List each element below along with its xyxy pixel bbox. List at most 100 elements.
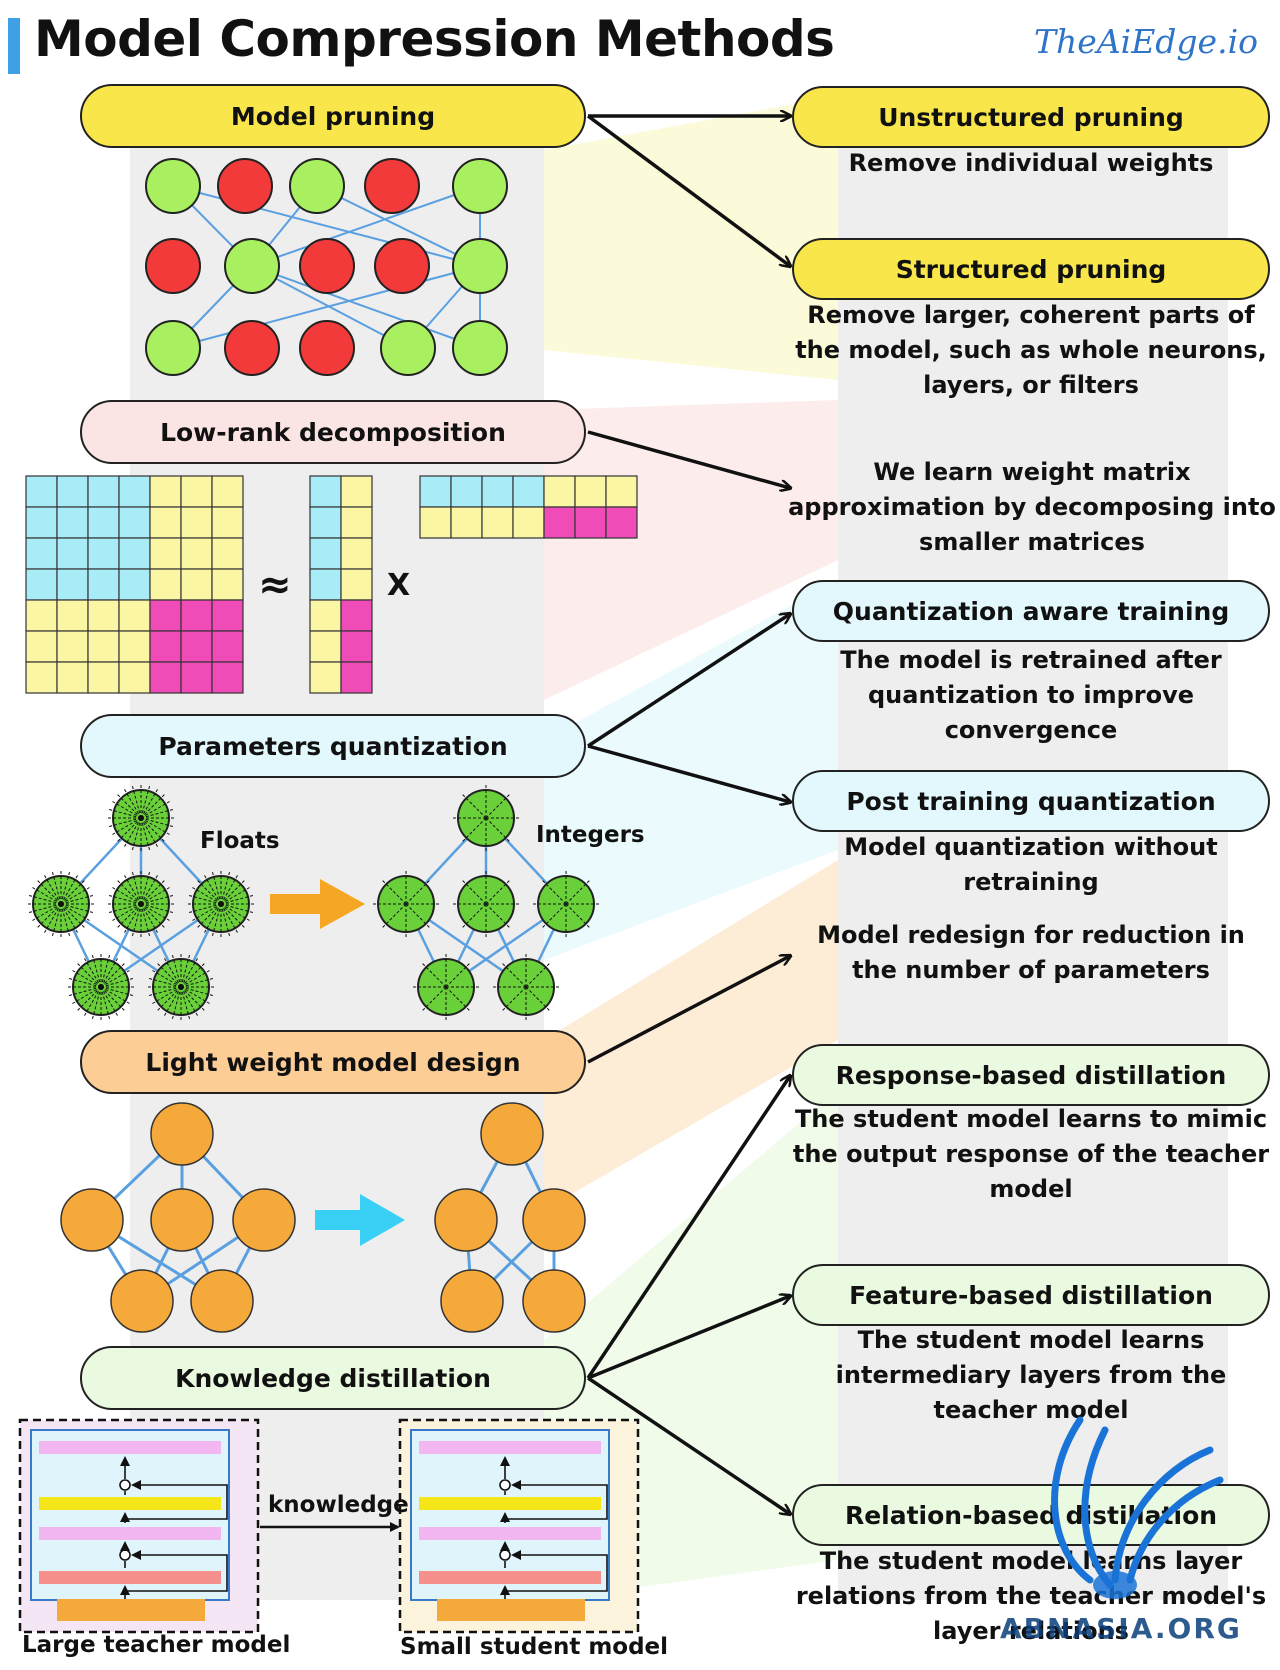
node-pruned [374,238,430,294]
matrix-cell [25,537,58,570]
node-pruned [364,158,420,214]
orange-right-arrow-icon [270,879,365,929]
integers-label: Integers [536,822,645,848]
matrix-cell [56,630,89,663]
lightweight-nodes [60,1102,586,1333]
matrix-cell [149,599,182,632]
response-desc: The student model learns to mimic the ou… [792,1105,1270,1203]
quant-node [148,954,214,1020]
distillation-diagram [18,1418,640,1634]
method-parameters-quantization: Parameters quantization [80,714,586,778]
matrix-cell [118,568,151,601]
matrix-cell [118,475,151,508]
matrix-cell [87,475,120,508]
matrix-cell [56,475,89,508]
matrix-cell [56,661,89,694]
matrix-cell [149,661,182,694]
orange-band [544,860,838,1210]
node-pruned [217,158,273,214]
matrix-cell [481,506,514,539]
quantization-networks [28,785,599,1020]
low-rank-matrices [25,475,638,694]
matrix-cell [180,599,213,632]
node-pruned [299,238,355,294]
matrix-cell [118,630,151,663]
quant-node [28,871,94,937]
node-pruned [299,320,355,376]
matrix-cell [340,630,373,663]
method-label: Light weight model design [145,1047,521,1077]
quant-node [68,954,134,1020]
matrix-cell [450,475,483,508]
outcome-feature-based-distillation: Feature-based distillation [792,1264,1270,1326]
matrix-cell [25,661,58,694]
method-label: Low-rank decomposition [160,417,506,447]
floats-label: Floats [200,828,280,854]
matrix-cell [180,661,213,694]
matrix-cell [512,506,545,539]
method-low-rank-decomposition: Low-rank decomposition [80,400,586,464]
matrix-cell [25,630,58,663]
matrix-cell [605,506,638,539]
matrix-cell [211,506,244,539]
outcome-label: Structured pruning [895,254,1167,284]
matrix-cell [450,506,483,539]
teacher-layers [39,1441,221,1621]
matrix-cell [543,506,576,539]
matrix-cell [56,537,89,570]
structured-desc: Remove larger, coherent parts of the mod… [795,301,1267,399]
matrix-cell [309,630,342,663]
quant-node [453,785,519,851]
matrix-cell [149,506,182,539]
matrix-cell [211,661,244,694]
right-factor-matrix [419,475,638,539]
knowledge-label: knowledge [268,1492,409,1518]
matrix-cell [25,599,58,632]
outcome-response-based-distillation: Response-based distillation [792,1044,1270,1106]
matrix-cell [87,599,120,632]
matrix-cell [87,506,120,539]
matrix-cell [180,537,213,570]
matrix-cell [309,537,342,570]
cyan-band [544,580,838,960]
matrix-cell [149,630,182,663]
matrix-cell [149,537,182,570]
matrix-cell [340,537,373,570]
matrix-cell [25,568,58,601]
matrix-cell [56,599,89,632]
connector-arrows [586,116,790,1514]
page-title: Model Compression Methods [34,10,835,68]
matrix-cell [180,568,213,601]
quant-node [108,871,174,937]
outcome-structured-pruning: Structured pruning [792,238,1270,300]
matrix-cell [149,568,182,601]
pruning-nodes [145,158,508,376]
matrix-cell [211,599,244,632]
matrix-cell [543,475,576,508]
matrix-cell [149,475,182,508]
node-kept [145,158,201,214]
node-kept [452,158,508,214]
matrix-cell [574,506,607,539]
title-accent-bar [8,18,20,74]
node-kept [224,238,280,294]
student-layers [419,1441,601,1621]
node-kept [289,158,345,214]
matrix-cell [211,475,244,508]
matrix-cell [118,661,151,694]
full-weight-matrix [25,475,244,694]
matrix-cell [605,475,638,508]
right-gray-panel [838,120,1228,1600]
method-light-weight-design: Light weight model design [80,1030,586,1094]
matrix-cell [56,506,89,539]
node-pruned [145,238,201,294]
quant-node [493,954,559,1020]
matrix-cell [25,506,58,539]
method-label: Model pruning [230,101,436,131]
pink-band [544,400,838,700]
times-symbol: X [387,568,411,603]
unstructured-desc: Remove individual weights [848,149,1214,177]
matrix-cell [56,568,89,601]
qat-desc: The model is retrained after quantizatio… [840,646,1222,744]
